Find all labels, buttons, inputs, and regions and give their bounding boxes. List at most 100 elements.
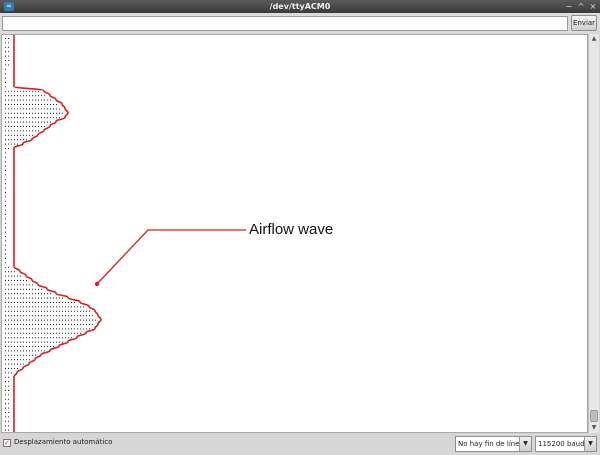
serial-dot bbox=[5, 319, 6, 321]
serial-dot bbox=[20, 306, 21, 308]
serial-dot bbox=[53, 315, 54, 317]
serial-dot bbox=[83, 310, 84, 312]
serial-dot bbox=[56, 306, 57, 308]
serial-dot bbox=[8, 266, 9, 268]
serial-dot bbox=[17, 121, 18, 123]
vertical-scrollbar[interactable]: ▲ ▼ bbox=[588, 34, 599, 433]
serial-dot bbox=[29, 104, 30, 105]
serial-dot bbox=[17, 134, 18, 136]
serial-dot bbox=[17, 324, 18, 325]
serial-dot bbox=[5, 51, 6, 53]
serial-dot bbox=[17, 297, 18, 299]
serial-dot bbox=[8, 104, 9, 105]
serial-dot bbox=[83, 306, 84, 308]
serial-dot bbox=[5, 82, 6, 83]
serial-dot bbox=[38, 319, 39, 321]
serial-dot bbox=[80, 319, 81, 321]
serial-dot bbox=[8, 359, 9, 361]
serial-dot bbox=[11, 134, 12, 136]
serial-dot bbox=[20, 346, 21, 347]
serial-dot bbox=[59, 315, 60, 317]
serial-dot bbox=[62, 306, 63, 308]
serial-dot bbox=[29, 328, 30, 330]
serial-dot bbox=[11, 354, 12, 356]
serial-dot bbox=[14, 346, 15, 347]
serial-dot bbox=[14, 284, 15, 286]
scroll-up-icon[interactable]: ▲ bbox=[591, 35, 597, 42]
serial-dot bbox=[29, 337, 30, 339]
serial-dot bbox=[38, 104, 39, 105]
serial-dot bbox=[5, 231, 6, 233]
serial-dot bbox=[5, 258, 6, 259]
serial-dot bbox=[41, 337, 42, 339]
serial-dot bbox=[26, 319, 27, 321]
serial-dot bbox=[20, 130, 21, 132]
serial-dot bbox=[5, 359, 6, 361]
serial-dot bbox=[35, 112, 36, 114]
serial-dot bbox=[23, 315, 24, 317]
baud-rate-select[interactable]: 115200 baudio ▼ bbox=[535, 436, 597, 452]
serial-dot bbox=[8, 271, 9, 273]
serial-dot bbox=[14, 99, 15, 101]
serial-dot bbox=[29, 332, 30, 334]
serial-dot bbox=[29, 324, 30, 325]
serial-dot bbox=[5, 354, 6, 356]
serial-dot bbox=[5, 407, 6, 409]
serial-dot bbox=[44, 315, 45, 317]
serial-dot bbox=[23, 112, 24, 114]
send-input[interactable] bbox=[2, 16, 568, 31]
close-icon[interactable]: × bbox=[589, 2, 597, 11]
serial-dot bbox=[17, 368, 18, 369]
serial-dot bbox=[23, 126, 24, 127]
autoscroll-checkbox[interactable]: ✓ bbox=[3, 439, 11, 447]
serial-dot bbox=[38, 112, 39, 114]
scroll-down-icon[interactable]: ▼ bbox=[591, 424, 597, 431]
serial-dot bbox=[5, 341, 6, 343]
serial-dot bbox=[20, 126, 21, 127]
serial-dot bbox=[41, 350, 42, 352]
serial-dot bbox=[11, 95, 12, 97]
serial-dot bbox=[80, 310, 81, 312]
serial-dot bbox=[44, 328, 45, 330]
serial-dot bbox=[35, 341, 36, 343]
serial-dot bbox=[68, 315, 69, 317]
serial-dot bbox=[35, 95, 36, 97]
serial-dot bbox=[41, 95, 42, 97]
serial-dot bbox=[26, 354, 27, 356]
serial-dot bbox=[8, 130, 9, 132]
line-ending-select[interactable]: No hay fin de línea ▼ bbox=[455, 436, 532, 452]
serial-dot bbox=[11, 117, 12, 119]
serial-dot bbox=[71, 332, 72, 334]
serial-dot bbox=[41, 346, 42, 347]
serial-dot bbox=[5, 117, 6, 119]
serial-dot bbox=[32, 108, 33, 110]
serial-dot bbox=[17, 275, 18, 277]
serial-dot bbox=[8, 346, 9, 347]
serial-dot bbox=[68, 332, 69, 334]
maximize-icon[interactable]: ^ bbox=[577, 2, 585, 11]
serial-dot bbox=[26, 284, 27, 286]
serial-dot bbox=[59, 310, 60, 312]
serial-dot bbox=[59, 328, 60, 330]
scroll-thumb[interactable] bbox=[590, 410, 598, 422]
serial-dot bbox=[8, 319, 9, 321]
serial-dot bbox=[8, 121, 9, 123]
serial-dot bbox=[29, 306, 30, 308]
serial-dot bbox=[56, 108, 57, 110]
minimize-icon[interactable]: − bbox=[565, 2, 573, 11]
serial-dot bbox=[5, 390, 6, 391]
serial-dot bbox=[14, 134, 15, 136]
serial-dot bbox=[41, 288, 42, 290]
serial-dot bbox=[5, 60, 6, 61]
send-button[interactable]: Enviar bbox=[571, 15, 597, 31]
serial-dot bbox=[17, 315, 18, 317]
serial-dot bbox=[8, 398, 9, 400]
serial-dot bbox=[59, 108, 60, 110]
serial-dot bbox=[38, 324, 39, 325]
serial-dot bbox=[5, 126, 6, 127]
serial-dot bbox=[11, 315, 12, 317]
serial-dot bbox=[35, 319, 36, 321]
serial-dot bbox=[5, 368, 6, 369]
serial-output[interactable]: Airflow wave bbox=[1, 34, 588, 433]
serial-dot bbox=[50, 306, 51, 308]
